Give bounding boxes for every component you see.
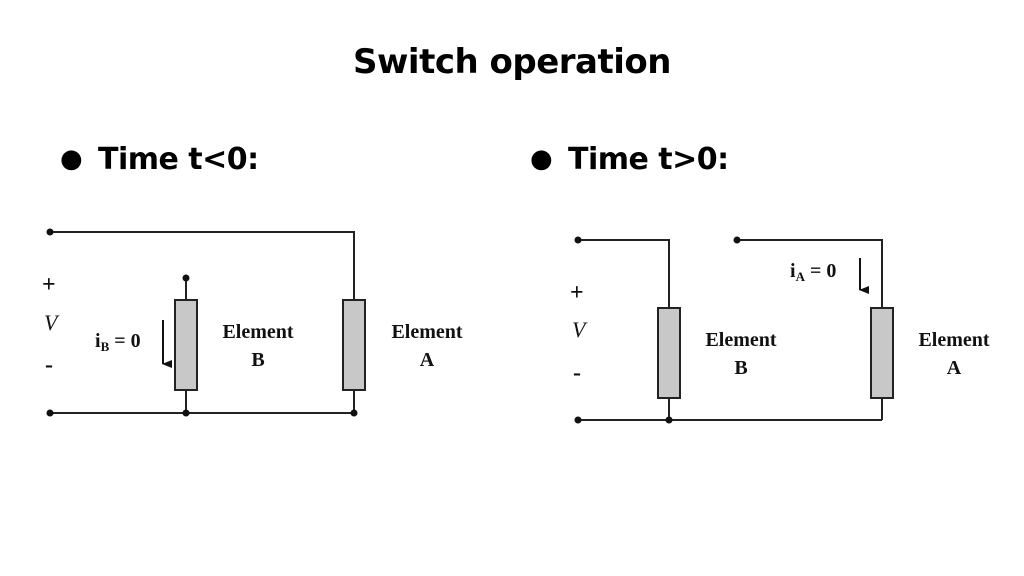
element-a-letter: A xyxy=(420,349,435,371)
junction-node xyxy=(350,409,358,417)
slide-title: Switch operation xyxy=(353,42,671,82)
element-b-name: Element xyxy=(222,321,293,343)
element-b xyxy=(174,299,198,391)
voltage-label: V xyxy=(44,310,60,335)
junction-node xyxy=(665,416,673,424)
circuit-left: + V - iB = 0 Element B Element A xyxy=(42,228,463,417)
bullet-label: Time t>0: xyxy=(568,142,729,177)
open-end-node xyxy=(733,236,741,244)
element-a-name: Element xyxy=(391,321,462,343)
terminal-node xyxy=(46,228,54,236)
junction-node xyxy=(182,409,190,417)
terminal-node xyxy=(574,416,582,424)
bullet-label: Time t<0: xyxy=(98,142,259,177)
bullet-dot-icon: ● xyxy=(530,144,553,174)
top-left-wire xyxy=(578,239,670,308)
minus-sign: - xyxy=(573,360,581,386)
bullet-dot-icon: ● xyxy=(60,144,83,174)
open-end-node xyxy=(182,274,190,282)
element-a-name: Element xyxy=(918,329,989,351)
element-b-letter: B xyxy=(734,357,747,379)
terminal-node xyxy=(46,409,54,417)
terminal-node xyxy=(574,236,582,244)
plus-sign: + xyxy=(570,280,584,306)
element-b-letter: B xyxy=(251,349,264,371)
element-a xyxy=(342,299,366,391)
element-b-name: Element xyxy=(705,329,776,351)
minus-sign: - xyxy=(45,352,53,378)
element-b xyxy=(657,307,681,399)
voltage-label: V xyxy=(572,317,588,342)
bullet-time-before: ● Time t<0: xyxy=(60,142,259,177)
circuit-right: + V - iA = 0 Element B Element A xyxy=(570,236,990,424)
top-wire xyxy=(50,231,355,300)
element-a xyxy=(870,307,894,399)
bullet-time-after: ● Time t>0: xyxy=(530,142,729,177)
current-label: iA = 0 xyxy=(790,260,836,284)
element-a-letter: A xyxy=(947,357,962,379)
plus-sign: + xyxy=(42,272,56,298)
top-right-wire xyxy=(737,239,883,308)
current-label: iB = 0 xyxy=(95,330,141,354)
